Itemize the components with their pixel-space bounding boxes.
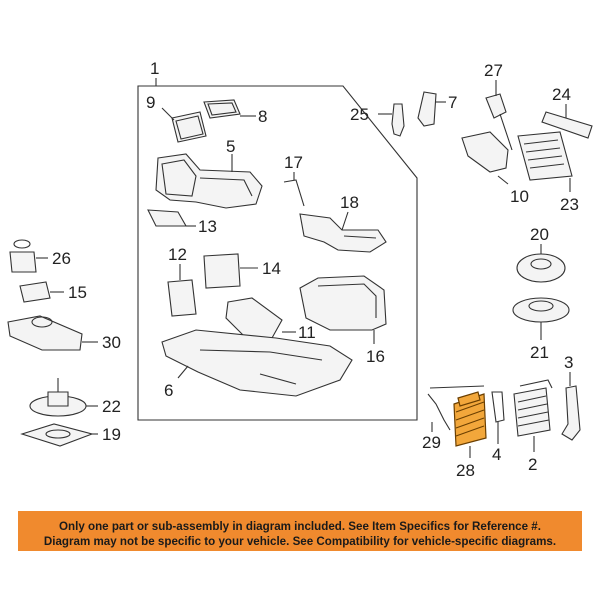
part-20-blower-wheel (516, 253, 566, 283)
callout-7: 7 (448, 93, 457, 112)
callout-18: 18 (340, 193, 359, 212)
callout-9: 9 (146, 93, 155, 112)
callout-28: 28 (456, 461, 475, 480)
callout-1: 1 (150, 59, 159, 78)
part-16-case (299, 275, 387, 331)
part-4-seal (491, 391, 505, 423)
callout-29: 29 (422, 433, 441, 452)
callout-13: 13 (198, 217, 217, 236)
part-26-sensor (9, 239, 37, 273)
part-7-bracket (417, 91, 437, 127)
part-21-blower-housing (512, 297, 570, 323)
part-25-switch (391, 103, 405, 137)
part-28-heater-core (453, 391, 487, 447)
callout-27: 27 (484, 61, 503, 80)
part-17-rod (283, 179, 305, 207)
callout-11: 11 (298, 323, 316, 342)
callout-20: 20 (530, 225, 549, 244)
callout-19: 19 (102, 425, 121, 444)
disclaimer-line-2: Diagram may not be specific to your vehi… (43, 534, 557, 548)
callout-6: 6 (164, 381, 173, 400)
part-9-filter (171, 111, 207, 143)
disclaimer-banner: Only one part or sub-assembly in diagram… (18, 511, 582, 551)
part-19-gasket (20, 423, 94, 447)
part-10-control (461, 131, 509, 173)
part-13-seal (147, 209, 187, 227)
assembly-outline (137, 85, 418, 421)
leader-18 (341, 211, 349, 231)
part-2-evaporator (513, 379, 553, 437)
part-8-filter (203, 99, 241, 119)
callout-4: 4 (492, 445, 501, 464)
part-5-housing (155, 153, 263, 209)
callout-21: 21 (530, 343, 549, 362)
callout-3: 3 (564, 353, 573, 372)
leader-9 (161, 107, 175, 121)
part-3-tube (561, 385, 581, 441)
callout-26: 26 (52, 249, 71, 268)
part-27-actuator (485, 93, 513, 151)
part-30-duct (7, 315, 83, 351)
callout-24: 24 (552, 85, 571, 104)
callout-30: 30 (102, 333, 121, 352)
callout-2: 2 (528, 455, 537, 474)
callout-17: 17 (284, 153, 303, 172)
disclaimer-line-1: Only one part or sub-assembly in diagram… (59, 519, 541, 533)
part-14-door (203, 253, 241, 289)
leader-6 (177, 365, 189, 379)
callout-5: 5 (226, 137, 235, 156)
callout-16: 16 (366, 347, 385, 366)
part-18-case (299, 213, 387, 253)
leader-10 (497, 175, 509, 185)
part-22-motor (29, 378, 87, 417)
part-15-resistor (19, 281, 51, 303)
part-29-tube (427, 385, 485, 431)
part-6-lower-case (161, 329, 353, 397)
callout-12: 12 (168, 245, 187, 264)
callout-15: 15 (68, 283, 87, 302)
part-11-door (225, 297, 283, 339)
callout-10: 10 (510, 187, 529, 206)
part-12-valve (167, 279, 197, 317)
callout-25: 25 (350, 105, 369, 124)
callout-14: 14 (262, 259, 281, 278)
part-23-filter-box (517, 131, 573, 181)
callout-23: 23 (560, 195, 579, 214)
callout-22: 22 (102, 397, 121, 416)
part-24-filter-cover (541, 111, 593, 139)
callout-8: 8 (258, 107, 267, 126)
